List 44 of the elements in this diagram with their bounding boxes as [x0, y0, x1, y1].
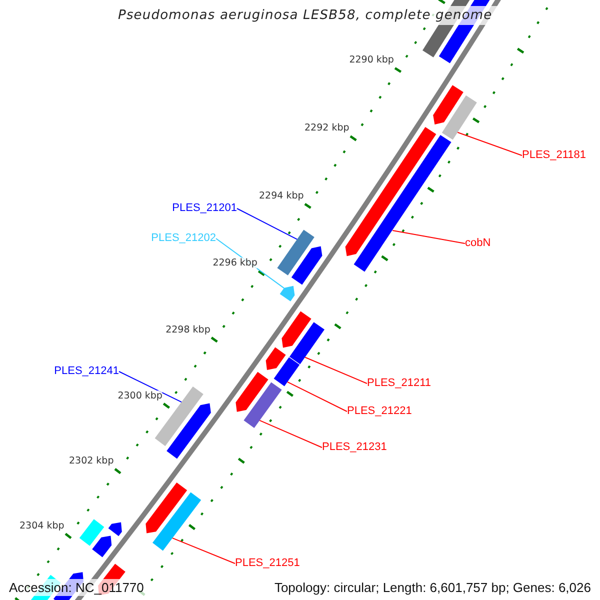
gene-feature [146, 482, 188, 534]
gene-feature [433, 85, 464, 124]
scale-label: 2292 kbp [304, 122, 350, 134]
gene-feature [277, 230, 314, 276]
gene-feature [166, 403, 211, 459]
scale-label: 2300 kbp [118, 390, 162, 402]
gene-label: PLES_21251 [235, 557, 300, 570]
gene-feature [354, 135, 452, 272]
gene-feature [244, 382, 282, 428]
leader-line [236, 208, 298, 240]
scale-label: 2296 kbp [212, 258, 258, 269]
leader-line [286, 381, 348, 412]
gene-label: PLES_21201 [172, 202, 237, 215]
scale-label: 2290 kbp [349, 54, 394, 66]
gene-feature [274, 357, 300, 386]
gene-feature [236, 372, 268, 412]
leader-line [457, 132, 522, 156]
gene-feature [290, 322, 324, 364]
leader-line [304, 356, 368, 384]
scale-label: 2298 kbp [166, 324, 210, 336]
gene-label: PLES_21181 [522, 149, 586, 162]
scale-label: 2304 kbp [20, 520, 64, 532]
leader-line [392, 230, 466, 244]
gene-feature [266, 347, 286, 370]
gene-label: cobN [465, 237, 491, 250]
gene-feature [108, 522, 122, 536]
footer-text: Accession: NC_011770 [6, 579, 147, 596]
gene-label: PLES_21202 [151, 232, 216, 245]
leader-line [259, 420, 322, 448]
gene-feature [79, 519, 104, 546]
gene-feature [92, 536, 112, 558]
gene-label: PLES_21241 [54, 365, 119, 378]
gene-feature [280, 286, 295, 302]
gene-feature [282, 311, 312, 348]
gene-feature [442, 95, 477, 140]
gene-label: PLES_21221 [347, 405, 412, 418]
gene-label: PLES_21231 [322, 441, 387, 454]
scale-label: 2294 kbp [259, 190, 304, 202]
scale-label: 2302 kbp [68, 456, 114, 467]
gene-label: PLES_21211 [367, 377, 432, 390]
leader-line [118, 371, 182, 403]
leader-line [172, 538, 236, 564]
gene-feature [152, 492, 202, 551]
gene-feature [291, 246, 322, 285]
